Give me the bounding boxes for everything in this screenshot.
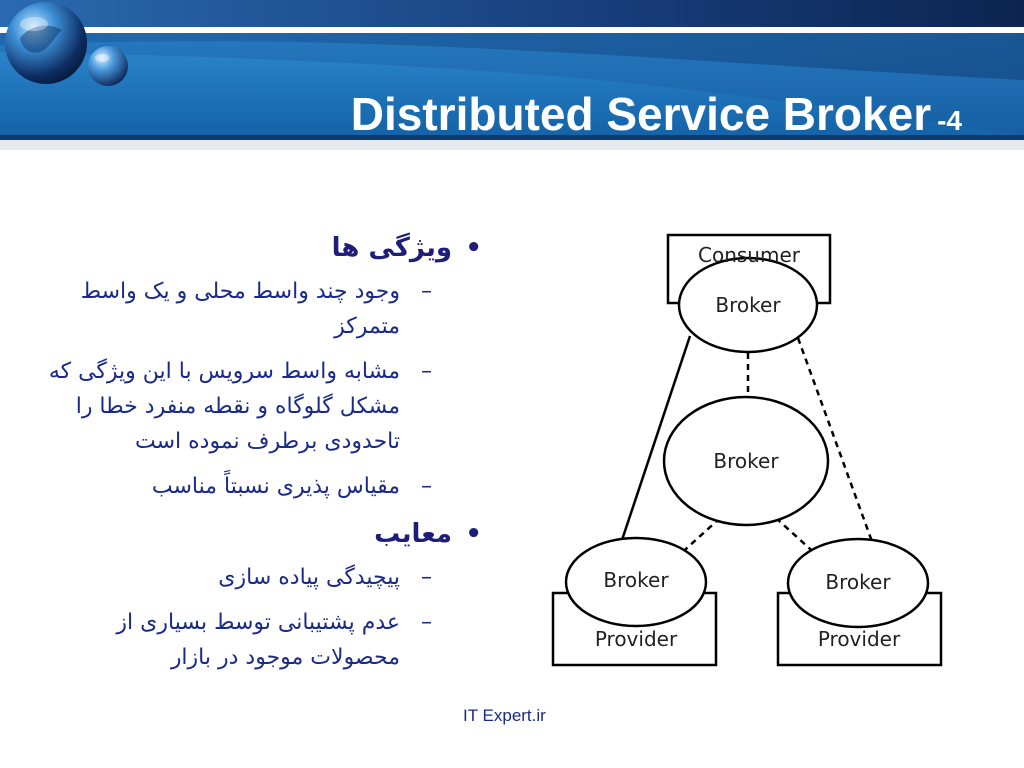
central-broker-label: Broker — [713, 449, 779, 473]
left-broker-node — [564, 536, 708, 628]
solid-arrow — [613, 335, 692, 560]
footer-text: IT Expert.ir — [463, 706, 546, 725]
features-heading-text: ویژگی ها — [331, 233, 452, 263]
slide-content: • ویژگی ها – وجود چند واسط محلی و یک واس… — [24, 228, 504, 685]
slide-title-text: Distributed Service Broker — [350, 88, 932, 140]
drawback-item: – عدم پشتیبانی توسط بسیاری از محصولات مو… — [24, 605, 504, 675]
left-broker-label: Broker — [603, 568, 669, 592]
feature-item: – مقیاس پذیری نسبتاً مناسب — [24, 469, 504, 504]
globe-logo-icon — [5, 2, 128, 86]
feature-item: – وجود چند واسط محلی و یک واسط متمرکز — [24, 274, 504, 344]
feature-item-text: مقیاس پذیری نسبتاً مناسب — [151, 474, 400, 499]
drawback-item: – پیچیدگی پیاده سازی — [24, 560, 504, 595]
drawbacks-heading: • معایب — [24, 514, 504, 554]
feature-item: – مشابه واسط سرویس با این ویژگی که مشکل … — [24, 354, 504, 459]
bullet-dot: • — [465, 519, 482, 549]
right-broker-label: Broker — [825, 570, 891, 594]
slide-title: Distributed Service Broker-4 — [351, 86, 962, 149]
consumer-label: Consumer — [698, 243, 801, 267]
slide-title-number: -4 — [937, 105, 962, 136]
bullet-dot: • — [465, 233, 482, 263]
central-broker-node — [662, 395, 830, 527]
drawback-item-text: پیچیدگی پیاده سازی — [218, 565, 400, 590]
slide-header: Distributed Service Broker-4 — [0, 0, 1024, 150]
feature-item-text: مشابه واسط سرویس با این ویژگی که مشکل گل… — [48, 359, 400, 454]
right-provider-label: Provider — [818, 627, 901, 651]
drawbacks-heading-text: معایب — [374, 519, 452, 549]
dash-marker: – — [421, 565, 432, 590]
top-broker-label: Broker — [715, 293, 781, 317]
drawback-item-text: عدم پشتیبانی توسط بسیاری از محصولات موجو… — [116, 610, 400, 670]
dash-marker: – — [421, 474, 432, 499]
left-provider-label: Provider — [595, 627, 678, 651]
dash-marker: – — [421, 610, 432, 635]
broker-diagram: Consumer Broker Broker Broker Broker Pro… — [551, 233, 943, 667]
dash-marker: – — [421, 359, 432, 384]
header-background — [0, 0, 1024, 150]
features-heading: • ویژگی ها — [24, 228, 504, 268]
feature-item-text: وجود چند واسط محلی و یک واسط متمرکز — [80, 279, 400, 339]
top-broker-node — [677, 256, 819, 354]
right-broker-node — [786, 537, 930, 629]
dash-marker: – — [421, 279, 432, 304]
